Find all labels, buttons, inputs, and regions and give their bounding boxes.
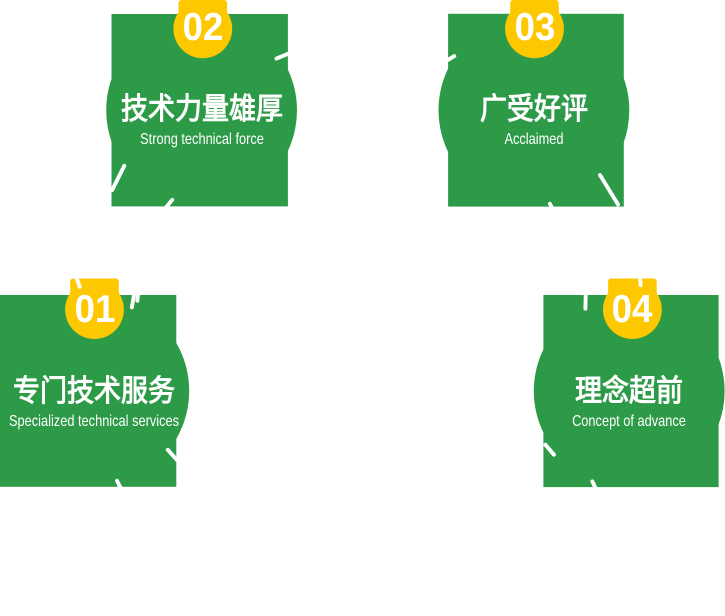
card-subtitle-01: Specialized technical services: [8, 413, 179, 431]
badge-number-04: 04: [612, 288, 653, 332]
badge-number-02: 02: [182, 5, 224, 49]
card-title-02: 技术力量雄厚: [120, 92, 283, 126]
card-subtitle-02: Strong technical force: [139, 130, 264, 148]
badge-number-03: 03: [514, 5, 555, 49]
badge-number-01: 01: [74, 288, 115, 332]
card-title-04: 理念超前: [575, 375, 684, 409]
card-title-01: 专门技术服务: [12, 375, 175, 409]
card-subtitle-04: Concept of advance: [572, 412, 687, 430]
card-subtitle-03: Acclaimed: [504, 131, 564, 148]
card-title-03: 广受好评: [479, 92, 588, 126]
